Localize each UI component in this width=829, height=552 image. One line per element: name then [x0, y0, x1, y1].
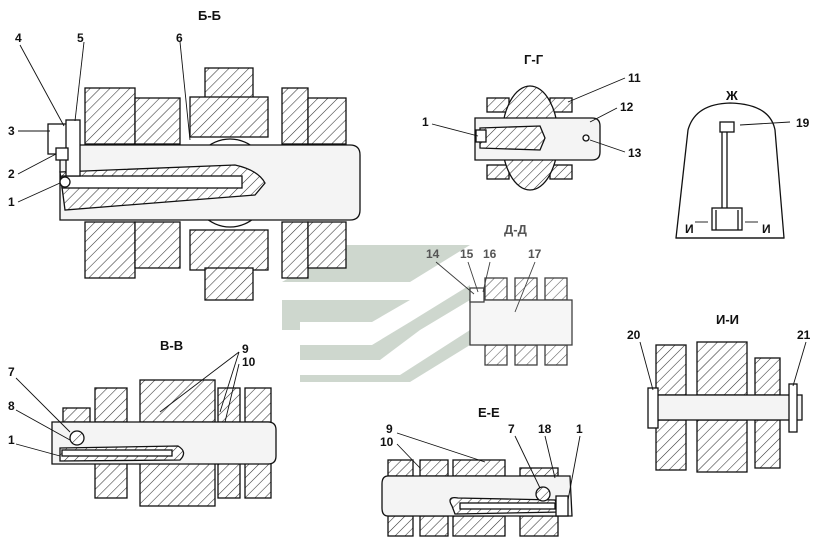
section-ee: Е-Е 9 10 7 18 1 — [380, 405, 583, 537]
section-title: Ж — [725, 88, 738, 103]
label-1: 1 — [422, 115, 429, 129]
section-gg: Г-Г 11 12 1 13 — [422, 52, 642, 191]
label-1: 1 — [8, 433, 15, 447]
label-13: 13 — [628, 146, 642, 160]
label-7: 7 — [508, 422, 515, 436]
cut-label-left: И — [685, 222, 694, 236]
section-title: И-И — [716, 312, 739, 327]
label-19: 19 — [796, 116, 810, 130]
label-9: 9 — [242, 342, 249, 356]
label-8: 8 — [8, 399, 15, 413]
label-2: 2 — [8, 167, 15, 181]
label-17: 17 — [528, 247, 542, 261]
label-5: 5 — [77, 31, 84, 45]
label-1: 1 — [576, 422, 583, 436]
section-zh: Ж 19 И И — [675, 88, 810, 239]
label-16: 16 — [483, 247, 497, 261]
section-title: В-В — [160, 338, 183, 353]
section-title: Г-Г — [524, 52, 544, 67]
label-1: 1 — [8, 195, 15, 209]
label-15: 15 — [460, 247, 474, 261]
label-6: 6 — [176, 31, 183, 45]
section-vv: В-В 9 10 7 8 1 — [8, 338, 277, 507]
label-11: 11 — [628, 71, 641, 85]
watermark-logo — [282, 245, 470, 382]
label-10: 10 — [380, 435, 394, 449]
label-12: 12 — [620, 100, 634, 114]
section-dd: Д-Д 14 15 16 17 — [426, 222, 573, 366]
label-10: 10 — [242, 355, 256, 369]
section-title: Б-Б — [198, 8, 221, 23]
section-title: Д-Д — [504, 222, 528, 237]
label-3: 3 — [8, 124, 15, 138]
label-7: 7 — [8, 365, 15, 379]
section-title: Е-Е — [478, 405, 500, 420]
label-9: 9 — [386, 422, 393, 436]
section-ii: И-И 20 21 — [627, 312, 811, 473]
label-18: 18 — [538, 422, 552, 436]
label-20: 20 — [627, 328, 641, 342]
section-bb: Б-Б 4 5 6 3 2 — [8, 8, 361, 301]
label-14: 14 — [426, 247, 440, 261]
label-4: 4 — [15, 31, 22, 45]
cut-label-right: И — [762, 222, 771, 236]
label-21: 21 — [797, 328, 811, 342]
